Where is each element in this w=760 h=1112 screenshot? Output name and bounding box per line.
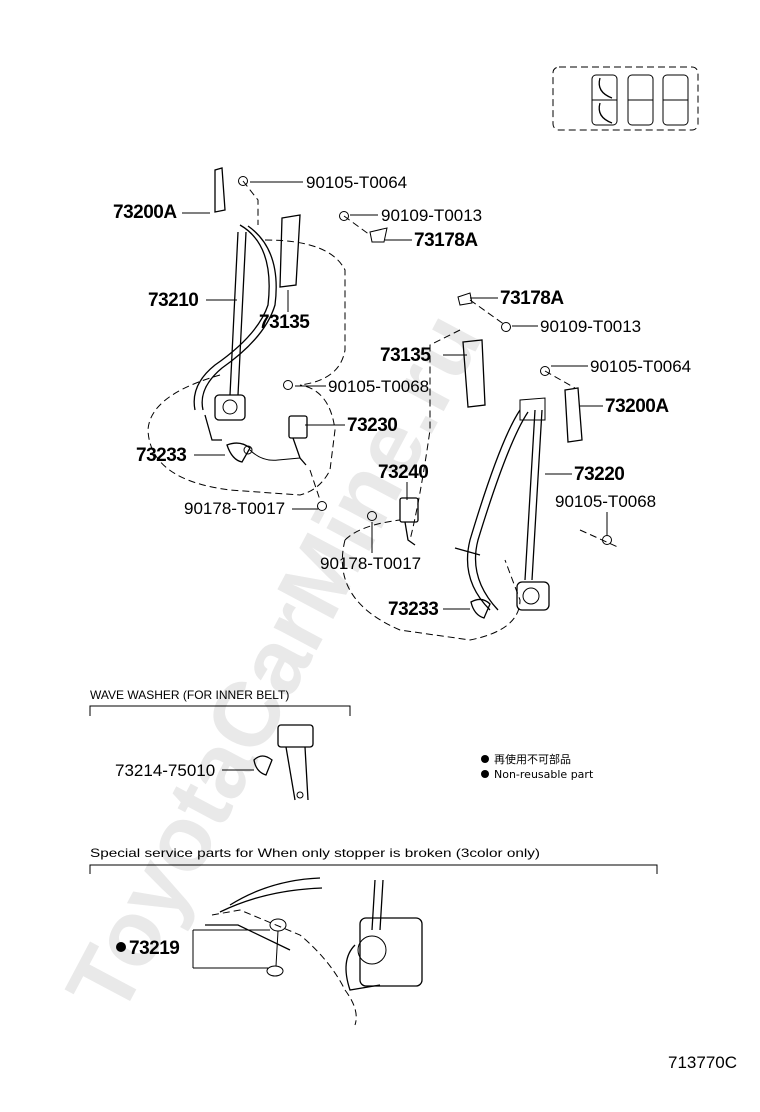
left-seat-outline — [147, 239, 346, 496]
label-90178-t0017-left: 90178-T0017 — [184, 499, 285, 518]
left-buckle — [243, 415, 308, 466]
label-73220: 73220 — [574, 464, 624, 485]
stopper-retractor-illustration — [205, 877, 423, 1026]
special-service-title: Special service parts for When only stop… — [90, 846, 540, 860]
label-90109-t0013-right: 90109-T0013 — [540, 317, 641, 336]
label-73240: 73240 — [378, 462, 428, 483]
legend-japanese: 再使用不可部品 — [494, 752, 571, 766]
label-73178a-top: 73178A — [414, 230, 478, 251]
label-73233-left: 73233 — [136, 445, 186, 466]
label-73214-75010: 73214-75010 — [115, 761, 215, 780]
illustration-code: 713770C — [668, 1053, 737, 1072]
vehicle-seat-locator-icon — [552, 66, 699, 131]
right-pillar-anchor — [564, 387, 583, 443]
label-73233-right: 73233 — [388, 599, 438, 620]
label-73135-left: 73135 — [259, 312, 310, 333]
label-73230: 73230 — [347, 415, 397, 436]
label-90178-t0017-right: 90178-T0017 — [320, 554, 421, 573]
label-90105-t0064-top: 90105-T0064 — [306, 173, 407, 192]
left-seat-belt — [193, 167, 277, 441]
non-reusable-bullet-icon — [481, 755, 489, 763]
label-90105-t0064-right: 90105-T0064 — [590, 357, 691, 376]
left-bolts — [238, 176, 388, 511]
right-seat-outline — [341, 329, 521, 641]
wave-washer-buckle-illustration — [253, 724, 314, 801]
right-anchor-cover — [470, 598, 491, 619]
label-73210: 73210 — [148, 290, 198, 311]
wave-washer-title: WAVE WASHER (FOR INNER BELT) — [90, 688, 289, 702]
legend-english: Non-reusable part — [494, 768, 594, 781]
non-reusable-marker-icon — [116, 942, 126, 952]
right-shoulder-anchor-cover — [462, 339, 486, 408]
label-90105-t0068-left: 90105-T0068 — [328, 377, 429, 396]
label-73178a-right: 73178A — [500, 288, 564, 309]
label-73200a-right: 73200A — [605, 396, 669, 417]
left-shoulder-anchor-cover — [279, 214, 301, 288]
label-90109-t0013-top: 90109-T0013 — [381, 206, 482, 225]
non-reusable-bullet-icon-2 — [481, 770, 489, 778]
label-90105-t0068-right: 90105-T0068 — [555, 492, 656, 511]
label-73135-right: 73135 — [380, 345, 431, 366]
right-buckle — [399, 497, 419, 546]
label-73200a-left: 73200A — [113, 202, 177, 223]
right-seat-belt — [454, 397, 550, 611]
left-anchor-cover — [226, 442, 251, 463]
label-73219: 73219 — [129, 938, 179, 959]
